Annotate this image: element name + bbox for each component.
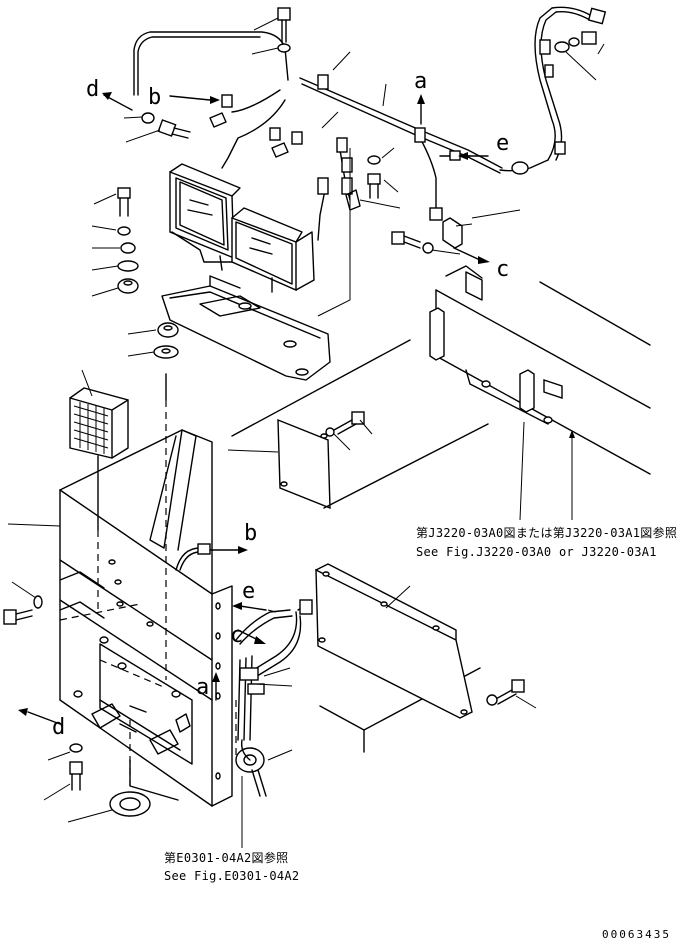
callout-d-bottom: d	[52, 715, 65, 740]
cover-plate-right	[315, 563, 537, 719]
fasteners-bottom-left	[3, 523, 151, 823]
lamp-bracket	[161, 275, 331, 381]
cover-plate-center	[227, 411, 373, 510]
fasteners-top	[141, 7, 597, 254]
reference-e0301-en: See Fig.E0301-04A2	[164, 869, 299, 883]
callout-e-top: e	[496, 131, 509, 156]
callout-b-top: b	[148, 85, 161, 110]
reference-e0301-jp: 第E0301-04A2図参照	[164, 850, 288, 865]
wire-harness-box	[175, 543, 313, 797]
lamp-mount-box	[59, 400, 233, 807]
reference-j3220: 第J3220-03A0図または第J3220-03A1図参照 See Fig.J3…	[416, 525, 677, 559]
callout-arrows: d b a e c b e c a d	[18, 69, 509, 740]
reference-j3220-jp: 第J3220-03A0図または第J3220-03A1図参照	[416, 525, 677, 540]
reference-j3220-en: See Fig.J3220-03A0 or J3220-03A1	[416, 545, 657, 559]
reference-e0301: 第E0301-04A2図参照 See Fig.E0301-04A2	[164, 776, 299, 883]
callout-c-mid: c	[230, 623, 243, 648]
callout-b-mid: b	[244, 521, 257, 546]
wire-harness-top	[133, 6, 607, 241]
callout-a-top: a	[414, 69, 427, 94]
callout-a-mid: a	[196, 675, 209, 700]
callout-c-right: c	[496, 257, 509, 282]
work-lamp-pair	[169, 163, 315, 293]
boom-structure	[429, 265, 651, 521]
leader-lines-left	[91, 17, 605, 357]
fasteners-left-stack	[117, 187, 179, 359]
serial-number: 00063435	[602, 928, 671, 941]
beacon-lamp	[69, 369, 129, 531]
callout-d-top: d	[86, 77, 99, 102]
callout-e-mid: e	[242, 579, 255, 604]
